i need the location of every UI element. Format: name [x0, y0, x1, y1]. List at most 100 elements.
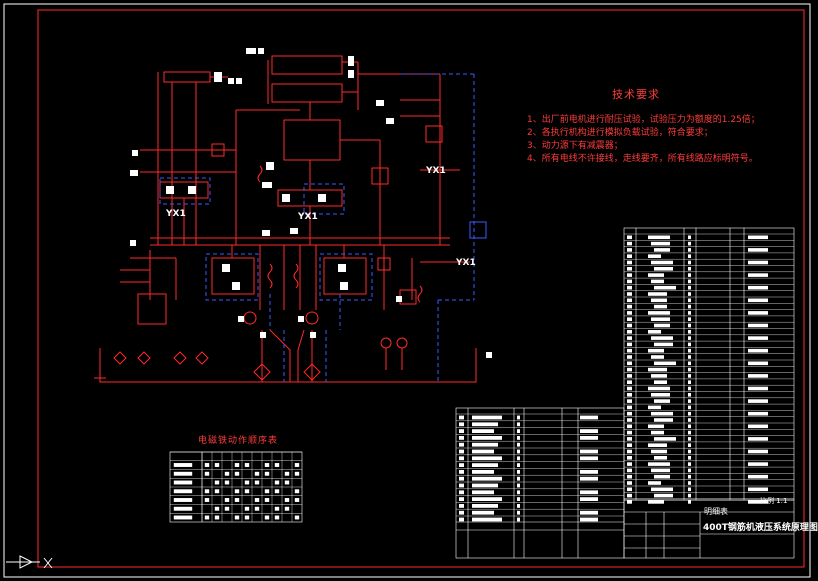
- table-cell-text: [654, 399, 670, 403]
- table-cell-text: [627, 399, 632, 403]
- table-cell-text: [688, 405, 691, 410]
- table-cell-text: [580, 497, 598, 501]
- table-cell-text: [627, 330, 632, 334]
- table-cell-text: [627, 487, 632, 492]
- table-cell-text: [688, 323, 691, 328]
- table-cell-text: [688, 355, 691, 359]
- sequence-mark: [244, 515, 250, 520]
- component-labels: [130, 48, 492, 358]
- table-cell-text: [748, 348, 768, 353]
- table-cell-text: [517, 442, 520, 447]
- table-cell-text: [688, 374, 691, 378]
- valve-label: YX1: [426, 166, 446, 176]
- table-cell-text: [688, 481, 691, 485]
- table-cell-text: [627, 367, 632, 372]
- table-cell-text: [459, 422, 464, 427]
- table-cell-text: [651, 241, 670, 246]
- sequence-mark: [204, 498, 210, 502]
- table-cell-text: [627, 430, 632, 435]
- table-cell-text: [688, 456, 691, 460]
- sequence-mark: [274, 480, 280, 485]
- table-cell-text: [688, 437, 691, 441]
- sequence-mark: [224, 498, 230, 502]
- table-cell-text: [459, 415, 464, 420]
- table-cell-text: [459, 463, 464, 467]
- table-cell-text: [688, 304, 691, 309]
- table-cell-text: [748, 323, 768, 328]
- table-cell-text: [688, 367, 691, 372]
- table-cell-text: [459, 517, 464, 522]
- sequence-mark: [204, 515, 210, 520]
- table-cell-text: [648, 273, 664, 277]
- table-cell-text: [748, 474, 768, 479]
- table-cell-text: [517, 470, 520, 474]
- table-cell-text: [627, 374, 632, 378]
- table-cell-text: [472, 483, 498, 488]
- table-cell-text: [627, 248, 632, 252]
- table-cell-text: [472, 442, 498, 447]
- table-cell-text: [651, 298, 667, 303]
- sequence-mark: [224, 471, 230, 476]
- table-cell-text: [748, 437, 768, 441]
- table-cell-text: [627, 424, 632, 429]
- table-cell-text: [748, 273, 768, 277]
- table-cell-text: [459, 510, 464, 515]
- table-cell-text: [648, 405, 661, 410]
- sequence-mark: [204, 489, 210, 494]
- table-cell-text: [688, 493, 691, 498]
- table-cell-text: [688, 386, 691, 391]
- sequence-row-label: [173, 489, 193, 494]
- table-cell-text: [459, 476, 464, 481]
- sequence-mark: [254, 498, 260, 502]
- table-cell-text: [627, 456, 632, 460]
- table-cell-text: [648, 386, 670, 391]
- table-cell-text: [627, 449, 632, 454]
- table-cell-text: [651, 487, 673, 492]
- table-cell-text: [627, 418, 632, 422]
- table-cell-text: [459, 470, 464, 474]
- table-cell-text: [627, 311, 632, 315]
- table-cell-text: [688, 267, 691, 271]
- table-cell-text: [627, 285, 632, 290]
- table-cell-text: [688, 393, 691, 397]
- table-cell-text: [517, 476, 520, 481]
- table-cell-text: [651, 374, 667, 378]
- table-cell-text: [748, 411, 768, 416]
- table-cell-text: [688, 254, 691, 258]
- table-cell-text: [688, 235, 691, 240]
- table-cell-text: [654, 437, 676, 441]
- table-cell-text: [459, 456, 464, 461]
- table-cell-text: [688, 292, 691, 296]
- table-cell-text: [748, 298, 768, 303]
- sequence-mark: [244, 480, 250, 485]
- table-cell-text: [688, 418, 691, 422]
- table-cell-text: [654, 267, 673, 271]
- sequence-mark: [244, 463, 250, 467]
- lower-parts-rows: [456, 413, 624, 517]
- table-cell-text: [517, 517, 520, 522]
- sequence-row-label: [173, 480, 193, 485]
- table-cell-text: [688, 336, 691, 340]
- origin-arrow-icon: [6, 555, 53, 569]
- table-cell-text: [688, 399, 691, 403]
- table-cell-text: [580, 510, 598, 515]
- table-cell-text: [748, 374, 768, 378]
- sequence-mark: [234, 489, 240, 494]
- table-cell-text: [688, 462, 691, 466]
- table-cell-text: [627, 323, 632, 328]
- table-cell-text: [580, 449, 598, 454]
- table-cell-text: [654, 323, 670, 328]
- table-cell-text: [472, 422, 498, 427]
- table-cell-text: [651, 393, 670, 397]
- table-cell-text: [651, 411, 673, 416]
- sequence-row-label: [173, 471, 193, 476]
- sequence-table-cells: [170, 451, 302, 522]
- table-cell-text: [580, 490, 598, 495]
- table-cell-text: [627, 500, 632, 504]
- table-cell-text: [627, 317, 632, 321]
- drawing-title: 400T钢筋机液压系统原理图: [703, 523, 818, 533]
- sequence-mark: [264, 471, 270, 476]
- sequence-mark: [254, 471, 260, 476]
- sequence-mark: [244, 489, 250, 494]
